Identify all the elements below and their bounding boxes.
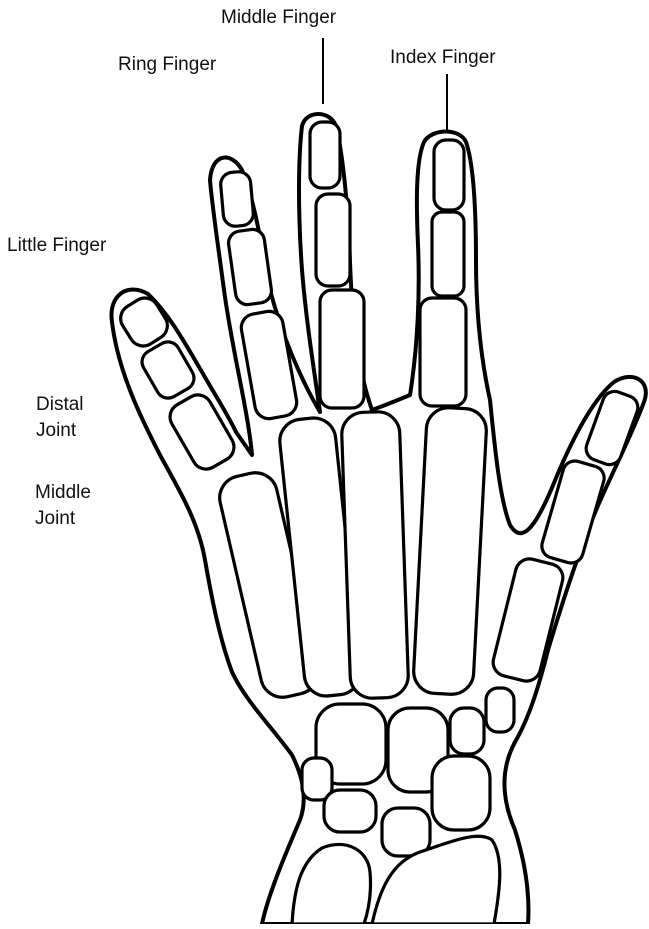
index-finger-label: Index Finger (390, 46, 496, 70)
middle-proximal-phalanx (320, 290, 364, 408)
lunate-bone (382, 808, 430, 856)
distal-joint-label-line1: Distal (36, 392, 84, 418)
distal-joint-label: Distal Joint (36, 392, 84, 444)
little-finger-label: Little Finger (7, 234, 106, 258)
index-distal-phalanx (434, 140, 464, 210)
index-metacarpal (413, 407, 488, 696)
ring-finger-label: Ring Finger (118, 53, 216, 77)
triquetrum-bone (324, 790, 376, 832)
index-middle-phalanx (432, 212, 464, 296)
trapezium-bone (486, 688, 514, 732)
middle-metacarpal (341, 411, 409, 699)
index-proximal-phalanx (420, 298, 466, 406)
distal-joint-label-line2: Joint (36, 418, 84, 444)
trapezoid-bone (450, 708, 484, 754)
middle-joint-label: Middle Joint (35, 480, 91, 532)
middle-finger-label: Middle Finger (221, 6, 336, 30)
thumb-distal-phalanx (583, 388, 641, 468)
middle-joint-label-line1: Middle (35, 480, 91, 506)
ring-distal-phalanx (220, 171, 255, 227)
scaphoid-bone (432, 756, 490, 830)
middle-joint-label-line2: Joint (35, 506, 91, 532)
middle-distal-phalanx (310, 122, 340, 188)
middle-middle-phalanx (316, 194, 350, 286)
